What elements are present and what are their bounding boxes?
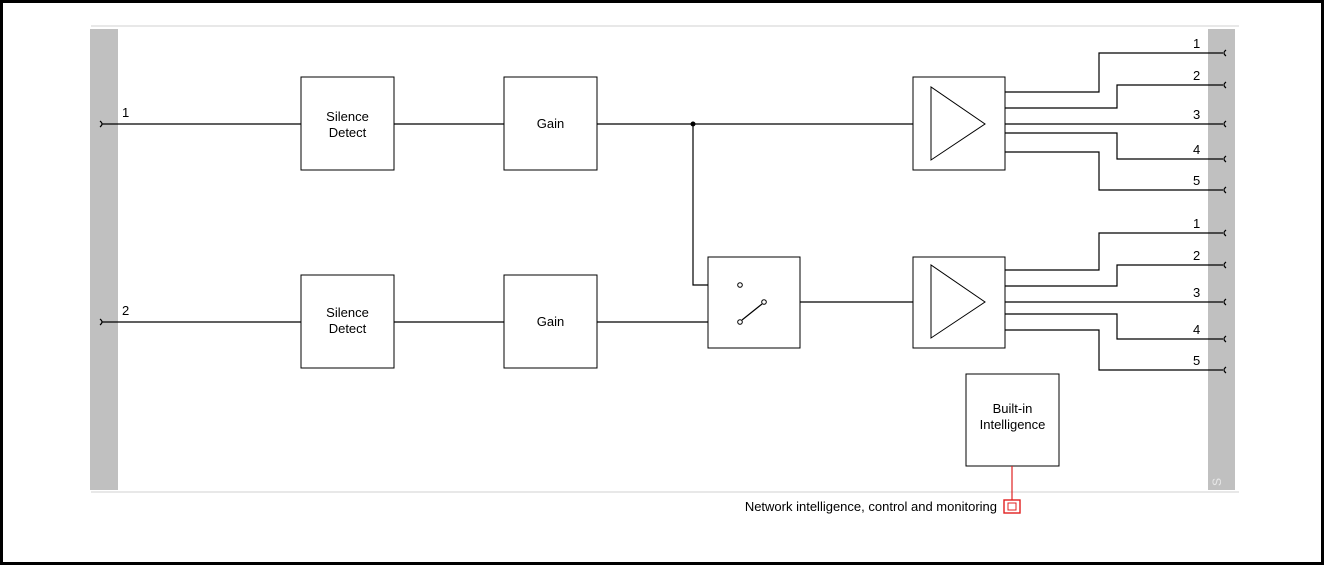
out1-1-connector[interactable] [1223, 49, 1227, 57]
output-side-bar [1208, 29, 1235, 490]
out2-label-3: 3 [1193, 285, 1200, 300]
amp2-output-wires [1005, 232, 1223, 371]
gain-block-2[interactable]: Gain [503, 274, 598, 369]
out2-2-connector[interactable] [1223, 261, 1227, 269]
out1-5-connector[interactable] [1223, 186, 1227, 194]
signal-flow-diagram: S 1 2 Silence Detect Silence Detect Gain… [90, 25, 1239, 514]
silence-detect-2-line1: Silence [326, 305, 369, 320]
out1-label-5: 5 [1193, 173, 1200, 188]
network-port-icon[interactable] [1003, 499, 1021, 514]
gain-block-1[interactable]: Gain [503, 76, 598, 171]
silence-detect-2-line2: Detect [329, 321, 367, 336]
out2-1-connector[interactable] [1223, 229, 1227, 237]
amplifier-2-symbol [930, 264, 986, 339]
silence-detect-block-2[interactable]: Silence Detect [300, 274, 395, 369]
output-connectors [1223, 49, 1227, 374]
out1-3-connector[interactable] [1223, 120, 1227, 128]
switch-contact-top [737, 282, 743, 288]
out1-2-connector[interactable] [1223, 81, 1227, 89]
network-caption: Network intelligence, control and monito… [745, 499, 997, 514]
out2-4-connector[interactable] [1223, 335, 1227, 343]
output-bar-glyph: S [1210, 478, 1224, 486]
amplifier-block-1[interactable] [912, 76, 1006, 171]
built-in-intelligence-block[interactable]: Built-in Intelligence [965, 373, 1060, 467]
amplifier-1-symbol [930, 86, 986, 161]
silence-detect-1-line1: Silence [326, 109, 369, 124]
out1-label-1: 1 [1193, 36, 1200, 51]
amplifier-block-2[interactable] [912, 256, 1006, 349]
built-in-line2: Intelligence [980, 417, 1046, 432]
gain-1-label: Gain [537, 116, 564, 131]
input-label-2: 2 [122, 303, 129, 318]
out2-label-4: 4 [1193, 322, 1200, 337]
out1-label-4: 4 [1193, 142, 1200, 157]
out2-3-connector[interactable] [1223, 298, 1227, 306]
out1-label-3: 3 [1193, 107, 1200, 122]
built-in-line1: Built-in [993, 401, 1033, 416]
switch-common [761, 299, 767, 305]
out1-4-connector[interactable] [1223, 155, 1227, 163]
switch-contact-bottom [737, 319, 743, 325]
silence-detect-block-1[interactable]: Silence Detect [300, 76, 395, 171]
out2-5-connector[interactable] [1223, 366, 1227, 374]
input-switch-block[interactable] [707, 256, 801, 349]
out1-label-2: 2 [1193, 68, 1200, 83]
out2-label-2: 2 [1193, 248, 1200, 263]
switch-arm [741, 303, 763, 321]
gain-2-label: Gain [537, 314, 564, 329]
amp1-output-wires [1005, 52, 1223, 191]
input-label-1: 1 [122, 105, 129, 120]
input-side-bar [90, 29, 118, 490]
out2-label-5: 5 [1193, 353, 1200, 368]
out2-label-1: 1 [1193, 216, 1200, 231]
silence-detect-1-line2: Detect [329, 125, 367, 140]
